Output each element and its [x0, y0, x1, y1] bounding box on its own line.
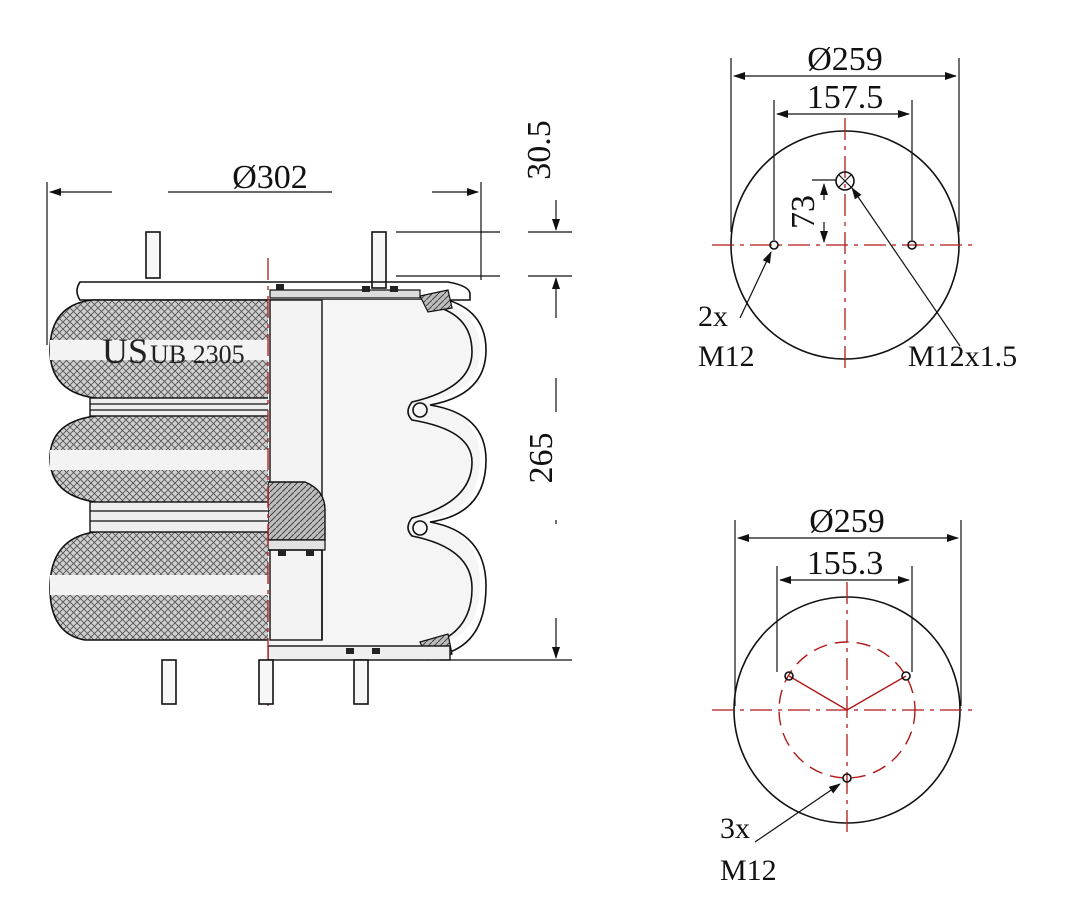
bottom-mount-hole-right	[901, 671, 911, 681]
top-plate	[76, 281, 471, 301]
bottom-plate-view: Ø259 155.3 3x M12	[712, 503, 978, 887]
bottom-bolt-circle	[778, 641, 916, 779]
top-stud-right	[371, 231, 387, 289]
side-height-dimensions: 30.5 265	[396, 120, 572, 661]
top-plate-view: Ø259 157.5 73 2x M12 M12x1.5	[698, 41, 1017, 373]
height-label: 265	[523, 433, 560, 484]
top-plate-dimensions: Ø259 157.5 73	[730, 41, 960, 243]
bellows-exterior	[49, 299, 268, 641]
top-holes-count: 2x	[698, 300, 728, 333]
bellows-section	[268, 284, 487, 661]
top-mount-hole-right	[907, 240, 917, 250]
top-holes-thread: M12	[698, 340, 755, 373]
bottom-mount-hole-left	[784, 671, 794, 681]
brand-suffix: UB 2305	[150, 340, 245, 369]
top-offset-label: 30.5	[521, 120, 558, 180]
side-diameter-dimension: Ø302	[46, 159, 482, 345]
side-diameter-label: Ø302	[232, 159, 308, 196]
bottom-stud-left	[161, 659, 177, 705]
top-diameter-label: Ø259	[807, 41, 883, 78]
air-inlet-thread: M12x1.5	[908, 340, 1017, 373]
top-offset-label-73: 73	[785, 195, 822, 229]
bottom-mount-hole-bottom	[842, 773, 852, 783]
top-mount-hole-left	[769, 240, 779, 250]
bottom-stud-right	[353, 659, 369, 705]
top-hole-spacing-label: 157.5	[807, 79, 884, 116]
bottom-hole-spacing-label: 155.3	[807, 545, 884, 582]
bottom-diameter-label: Ø259	[809, 503, 885, 540]
air-inlet-port	[835, 171, 855, 191]
brand-prefix: US	[102, 331, 148, 371]
bottom-plate-dimensions: Ø259 155.3	[734, 503, 962, 706]
side-view: Ø302 US UB 2305	[46, 120, 572, 706]
bottom-stud-center	[258, 659, 274, 705]
bottom-holes-count: 3x	[720, 812, 750, 845]
bottom-holes-thread: M12	[720, 854, 777, 887]
top-stud-left	[145, 231, 161, 279]
